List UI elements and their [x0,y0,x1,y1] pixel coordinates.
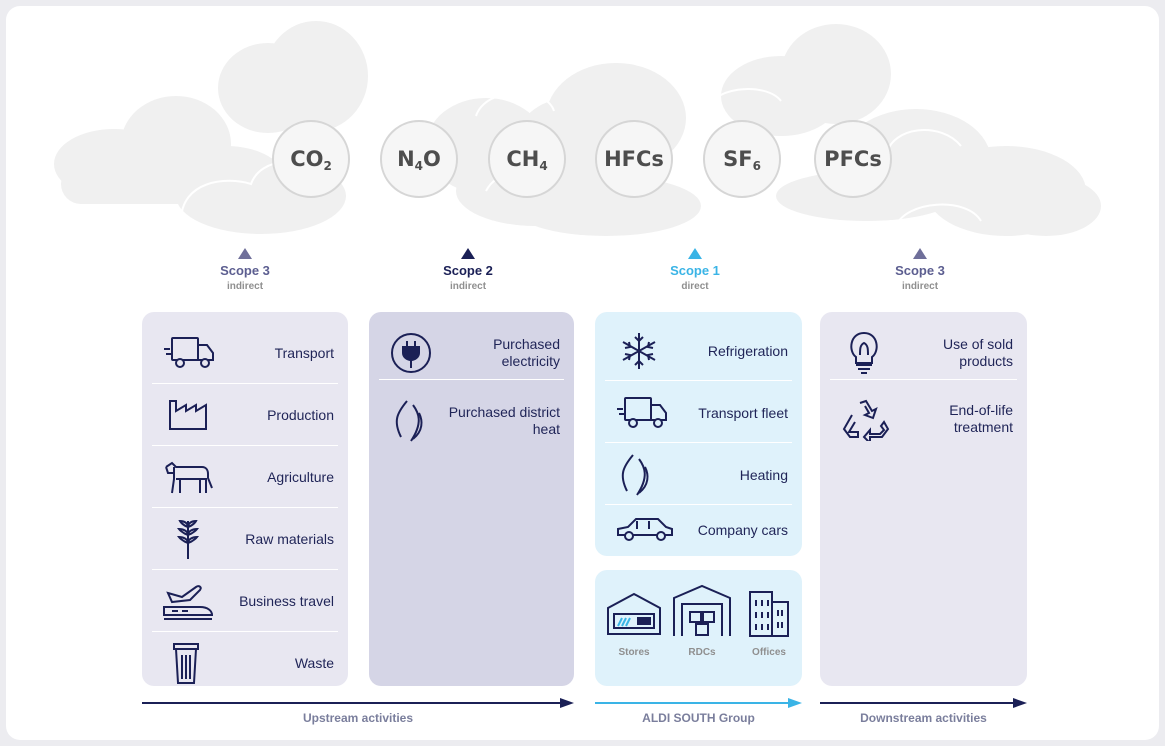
downstream-arrow [820,696,1027,710]
list-item: Company cars [595,504,802,556]
scope1-panel: Refrigeration Transport fleet Heating Co… [595,312,802,556]
aldi-arrow [595,696,802,710]
lightbulb-icon [840,330,896,376]
list-item: Heating [595,444,802,506]
truck-icon [615,390,675,436]
upstream-scope3-panel: Transport Production Agriculture Raw mat… [142,312,348,686]
list-item: Transport [142,322,348,384]
triangle-up-icon [238,248,252,259]
cow-icon [162,454,222,500]
gas-pfcs: PFCs [814,120,892,198]
divider [152,507,338,508]
list-item: Transport fleet [595,382,802,444]
list-item: Production [142,384,348,446]
divider [379,379,564,380]
rdc-building: RDCs [667,584,737,658]
scope-3-downstream-label: Scope 3 indirect [820,248,1020,295]
scope-1-label: Scope 1 direct [595,248,795,295]
scope2-panel: Purchased electricity Purchased district… [369,312,574,686]
list-item: Waste [142,632,348,694]
plug-icon [389,330,445,376]
plane-train-icon [162,578,222,624]
office-icon [749,591,789,637]
list-item: End-of-life treatment [820,388,1027,450]
divider [605,504,792,505]
trash-bin-icon [162,640,222,686]
flame-icon [389,398,445,444]
store-building: Stores [601,588,667,658]
list-item: Refrigeration [595,320,802,382]
wheat-icon [162,516,222,562]
flame-icon [615,452,675,498]
warehouse-icon [673,584,731,636]
office-building: Offices [739,588,799,658]
divider [605,442,792,443]
store-icon [607,592,661,635]
triangle-up-icon [461,248,475,259]
list-item: Purchased district heat [369,390,574,452]
factory-icon [162,392,222,438]
triangle-up-icon [913,248,927,259]
list-item: Business travel [142,570,348,632]
list-item: Raw materials [142,508,348,570]
divider [605,380,792,381]
downstream-scope3-panel: Use of sold products End-of-life treatme… [820,312,1027,686]
gas-hfcs: HFCs [595,120,673,198]
truck-icon [162,330,222,376]
divider [152,569,338,570]
upstream-arrow [142,696,574,710]
divider [152,383,338,384]
scope1-buildings-panel: Stores RDCs Offices [595,570,802,686]
downstream-activities-label: Downstream activities [860,711,987,725]
snowflake-icon [615,328,675,374]
scope-2-label: Scope 2 indirect [368,248,568,295]
list-item: Agriculture [142,446,348,508]
clouds-background [54,21,1101,236]
divider [152,631,338,632]
recycle-icon [840,396,896,442]
car-icon [615,507,675,553]
list-item: Use of sold products [820,322,1027,384]
list-item: Purchased electricity [369,322,574,384]
divider [830,379,1017,380]
scope-3-upstream-label: Scope 3 indirect [145,248,345,295]
upstream-activities-label: Upstream activities [302,711,414,725]
triangle-up-icon [688,248,702,259]
aldi-south-group-label: ALDI SOUTH Group [642,711,755,725]
divider [152,445,338,446]
